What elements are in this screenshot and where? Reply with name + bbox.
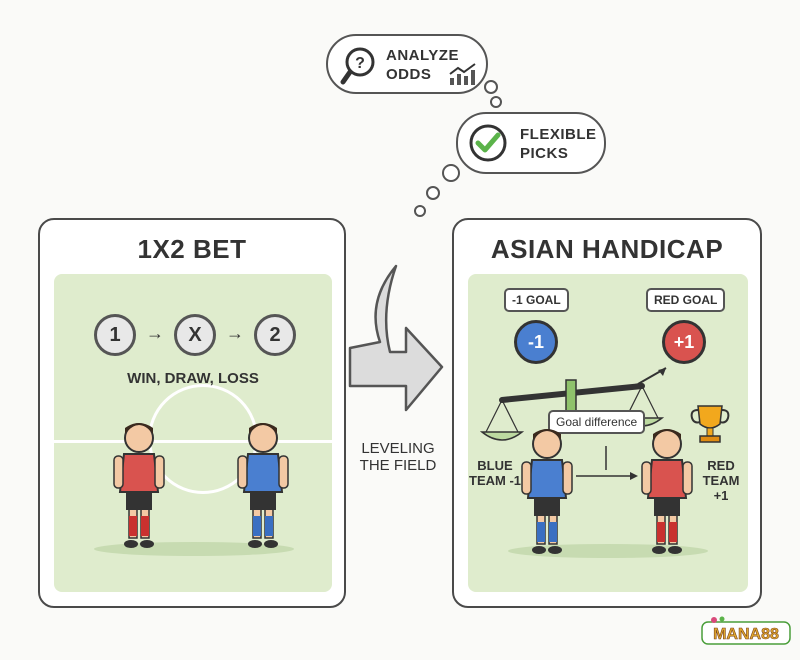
goal-difference-label: Goal difference bbox=[548, 410, 646, 434]
logo-text: MANA88 bbox=[713, 626, 779, 643]
outcomes-caption: WIN, DRAW, LOSS bbox=[127, 370, 259, 387]
red-goal-tag: RED GOAL bbox=[646, 288, 726, 312]
chart-up-icon bbox=[449, 63, 476, 85]
analyze-odds-bubble: ? ANALYZE ODDS bbox=[326, 34, 488, 94]
curved-arrow-icon bbox=[348, 264, 444, 412]
outcome-loss-circle: 2 bbox=[254, 314, 296, 356]
outcome-win-circle: 1 bbox=[94, 314, 136, 356]
one-x-two-panel: 1X2 BET 1 → X → 2 WIN, DRAW, LOSS bbox=[38, 218, 346, 608]
mana88-logo: MANA88 bbox=[701, 616, 791, 645]
red-player-figure bbox=[113, 423, 165, 548]
asian-handicap-panel: ASIAN HANDICAP -1 GOAL RED GOAL -1 +1 Go… bbox=[452, 218, 762, 608]
minus-one-badge: -1 bbox=[514, 320, 558, 364]
blue-player-figure bbox=[521, 429, 573, 554]
connector-arrow bbox=[576, 446, 638, 480]
thought-dot bbox=[414, 205, 426, 217]
panel-title: ASIAN HANDICAP bbox=[490, 234, 724, 264]
analyze-odds-label: ANALYZE ODDS bbox=[386, 47, 459, 83]
thought-dot bbox=[426, 186, 440, 200]
svg-text:?: ? bbox=[355, 55, 365, 72]
blue-player-figure bbox=[237, 423, 289, 548]
red-player-figure bbox=[641, 429, 693, 554]
soccer-field: 1 → X → 2 WIN, DRAW, LOSS bbox=[54, 274, 332, 592]
magnifier-question-icon: ? bbox=[340, 47, 375, 85]
thought-dot bbox=[442, 164, 460, 182]
flexible-picks-label: FLEXIBLE PICKS bbox=[520, 126, 597, 162]
thought-dot bbox=[490, 96, 502, 108]
arrow-right-icon: → bbox=[146, 323, 164, 343]
leveling-caption: LEVELING THE FIELD bbox=[359, 440, 437, 474]
outcome-draw-circle: X bbox=[174, 314, 216, 356]
soccer-field: -1 GOAL RED GOAL -1 +1 Goal difference bbox=[468, 274, 748, 592]
trophy-icon bbox=[690, 405, 730, 443]
flexible-picks-bubble: FLEXIBLE PICKS bbox=[456, 112, 606, 174]
check-circle-icon bbox=[469, 124, 507, 162]
red-team-label: RED TEAM +1 bbox=[702, 458, 740, 503]
plus-one-badge: +1 bbox=[662, 320, 706, 364]
arrow-right-icon: → bbox=[226, 323, 244, 343]
minus-goal-tag: -1 GOAL bbox=[504, 288, 569, 312]
thought-dot bbox=[484, 80, 498, 94]
panel-title: 1X2 BET bbox=[137, 234, 247, 264]
blue-team-label: BLUE TEAM -1 bbox=[469, 458, 521, 488]
